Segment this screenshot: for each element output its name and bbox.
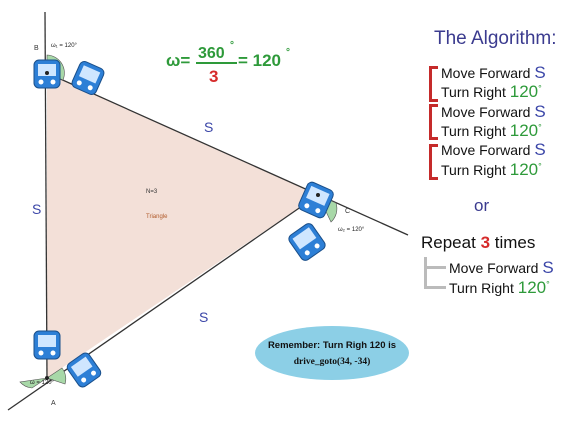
vertex-label-a: A xyxy=(51,400,56,407)
step-value: S xyxy=(534,102,546,121)
step-value: 120 xyxy=(509,82,539,101)
step-label: Turn Right xyxy=(441,162,506,178)
side-label-top: S xyxy=(204,119,213,135)
callout-line1: Remember: Turn Righ 120 is xyxy=(268,340,396,351)
step-label: Move Forward xyxy=(449,260,539,276)
formula-omega: ω= xyxy=(166,51,190,70)
formula-result: = 120 xyxy=(238,51,281,70)
step-value: S xyxy=(542,258,554,277)
callout-bubble xyxy=(255,326,409,380)
step-value: 120 xyxy=(509,121,539,140)
step-turn-1: Turn Right 120° xyxy=(441,82,542,102)
angle-arc-a2 xyxy=(46,367,66,385)
repeat-prefix: Repeat xyxy=(421,233,476,252)
step-value: S xyxy=(534,140,546,159)
repeat-step-turn: Turn Right 120° xyxy=(449,278,550,298)
side-label-bottom: S xyxy=(199,309,208,325)
step-group-bracket-1 xyxy=(429,66,438,102)
angle-arc-a xyxy=(19,377,48,389)
robot-c2 xyxy=(288,223,326,261)
vertex-point-a xyxy=(45,376,49,380)
step-move-2: Move Forward S xyxy=(441,102,546,122)
repeat-step-move: Move Forward S xyxy=(449,258,554,278)
omega-formula: ω= 360 ° 3 = 120 ° xyxy=(166,40,290,86)
or-label: or xyxy=(474,196,490,215)
center-shape-label: Triangle xyxy=(146,214,168,220)
formula-denominator: 3 xyxy=(209,67,218,86)
vertex-label-b: B xyxy=(34,45,39,52)
repeat-suffix: times xyxy=(494,233,536,252)
formula-numerator-degree: ° xyxy=(230,40,234,51)
angle-label-b: ω₁ = 120° xyxy=(51,43,78,49)
formula-numerator: 360 xyxy=(198,45,225,62)
step-move-3: Move Forward S xyxy=(441,140,546,160)
step-label: Turn Right xyxy=(441,123,506,139)
repeat-tree-branch-2 xyxy=(424,286,446,289)
callout-line2: drive_goto(34, -34) xyxy=(294,356,371,367)
robot-a2 xyxy=(66,352,102,388)
step-label: Turn Right xyxy=(441,84,506,100)
step-value: 120 xyxy=(517,278,547,297)
angle-label-a: ω = 120° xyxy=(30,380,55,386)
step-label: Move Forward xyxy=(441,65,531,81)
degree-mark: ° xyxy=(538,83,542,94)
step-label: Move Forward xyxy=(441,142,531,158)
robot-b2 xyxy=(71,61,105,95)
robot-a1 xyxy=(33,330,61,360)
step-move-1: Move Forward S xyxy=(441,63,546,83)
step-value: S xyxy=(534,63,546,82)
center-n-label: N=3 xyxy=(146,189,158,195)
top-side-line xyxy=(46,72,409,236)
vertex-point-b xyxy=(45,71,49,75)
vertex-point-c xyxy=(316,193,320,197)
step-group-bracket-2 xyxy=(429,104,438,140)
degree-mark: ° xyxy=(538,161,542,172)
repeat-heading: Repeat 3 times xyxy=(421,233,535,253)
step-turn-3: Turn Right 120° xyxy=(441,160,542,180)
angle-label-c: ω₂ = 120° xyxy=(338,227,365,233)
step-value: 120 xyxy=(509,160,539,179)
degree-mark: ° xyxy=(538,122,542,133)
step-label: Move Forward xyxy=(441,104,531,120)
repeat-tree-branch-1 xyxy=(424,266,446,269)
repeat-count: 3 xyxy=(480,233,491,252)
repeat-tree-trunk xyxy=(424,257,427,288)
vertex-label-c: C xyxy=(345,208,350,215)
triangle-region xyxy=(47,73,318,378)
algorithm-title: The Algorithm: xyxy=(434,28,557,49)
side-label-left: S xyxy=(32,201,41,217)
formula-result-degree: ° xyxy=(286,47,290,58)
degree-mark: ° xyxy=(546,279,550,290)
step-turn-2: Turn Right 120° xyxy=(441,121,542,141)
step-group-bracket-3 xyxy=(429,144,438,180)
step-label: Turn Right xyxy=(449,280,514,296)
